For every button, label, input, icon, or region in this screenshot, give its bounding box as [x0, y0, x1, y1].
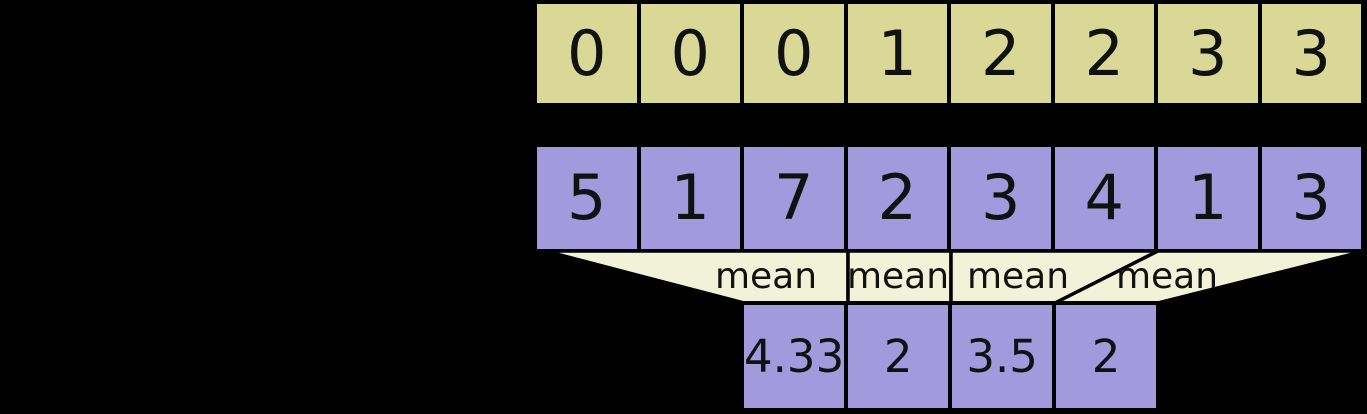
segment-id-cell: 0: [537, 4, 637, 103]
segment-id-cell: 3: [1158, 4, 1258, 103]
data-cell: 4: [1054, 147, 1154, 249]
segment-id-cell: 2: [1054, 4, 1154, 103]
mean-label: mean: [966, 256, 1070, 297]
data-cell: 3: [951, 147, 1051, 249]
segment-id-cell: 2: [951, 4, 1051, 103]
data-cell: 3: [1261, 147, 1361, 249]
result-cell: 2: [848, 305, 949, 408]
mean-label: mean: [1115, 256, 1219, 297]
segment-id-cell: 0: [640, 4, 740, 103]
result-cell: 3.5: [952, 305, 1053, 408]
data-row: 5 1 7 2 3 4 1 3: [533, 143, 1365, 253]
result-row: 4.33 2 3.5 2: [740, 301, 1160, 412]
data-cell: 1: [640, 147, 740, 249]
segment-id-cell: 0: [744, 4, 844, 103]
data-cell: 5: [537, 147, 637, 249]
segment-id-cell: 3: [1261, 4, 1361, 103]
mean-label: mean: [714, 256, 818, 297]
result-cell: 4.33: [744, 305, 845, 408]
data-cell: 7: [744, 147, 844, 249]
mean-funnel-band: [544, 249, 1366, 305]
data-cell: 1: [1158, 147, 1258, 249]
segment-id-cell: 1: [847, 4, 947, 103]
mean-label: mean: [846, 256, 950, 297]
segment-ids-row: 0 0 0 1 2 2 3 3: [533, 0, 1365, 107]
result-cell: 2: [1056, 305, 1157, 408]
data-cell: 2: [847, 147, 947, 249]
